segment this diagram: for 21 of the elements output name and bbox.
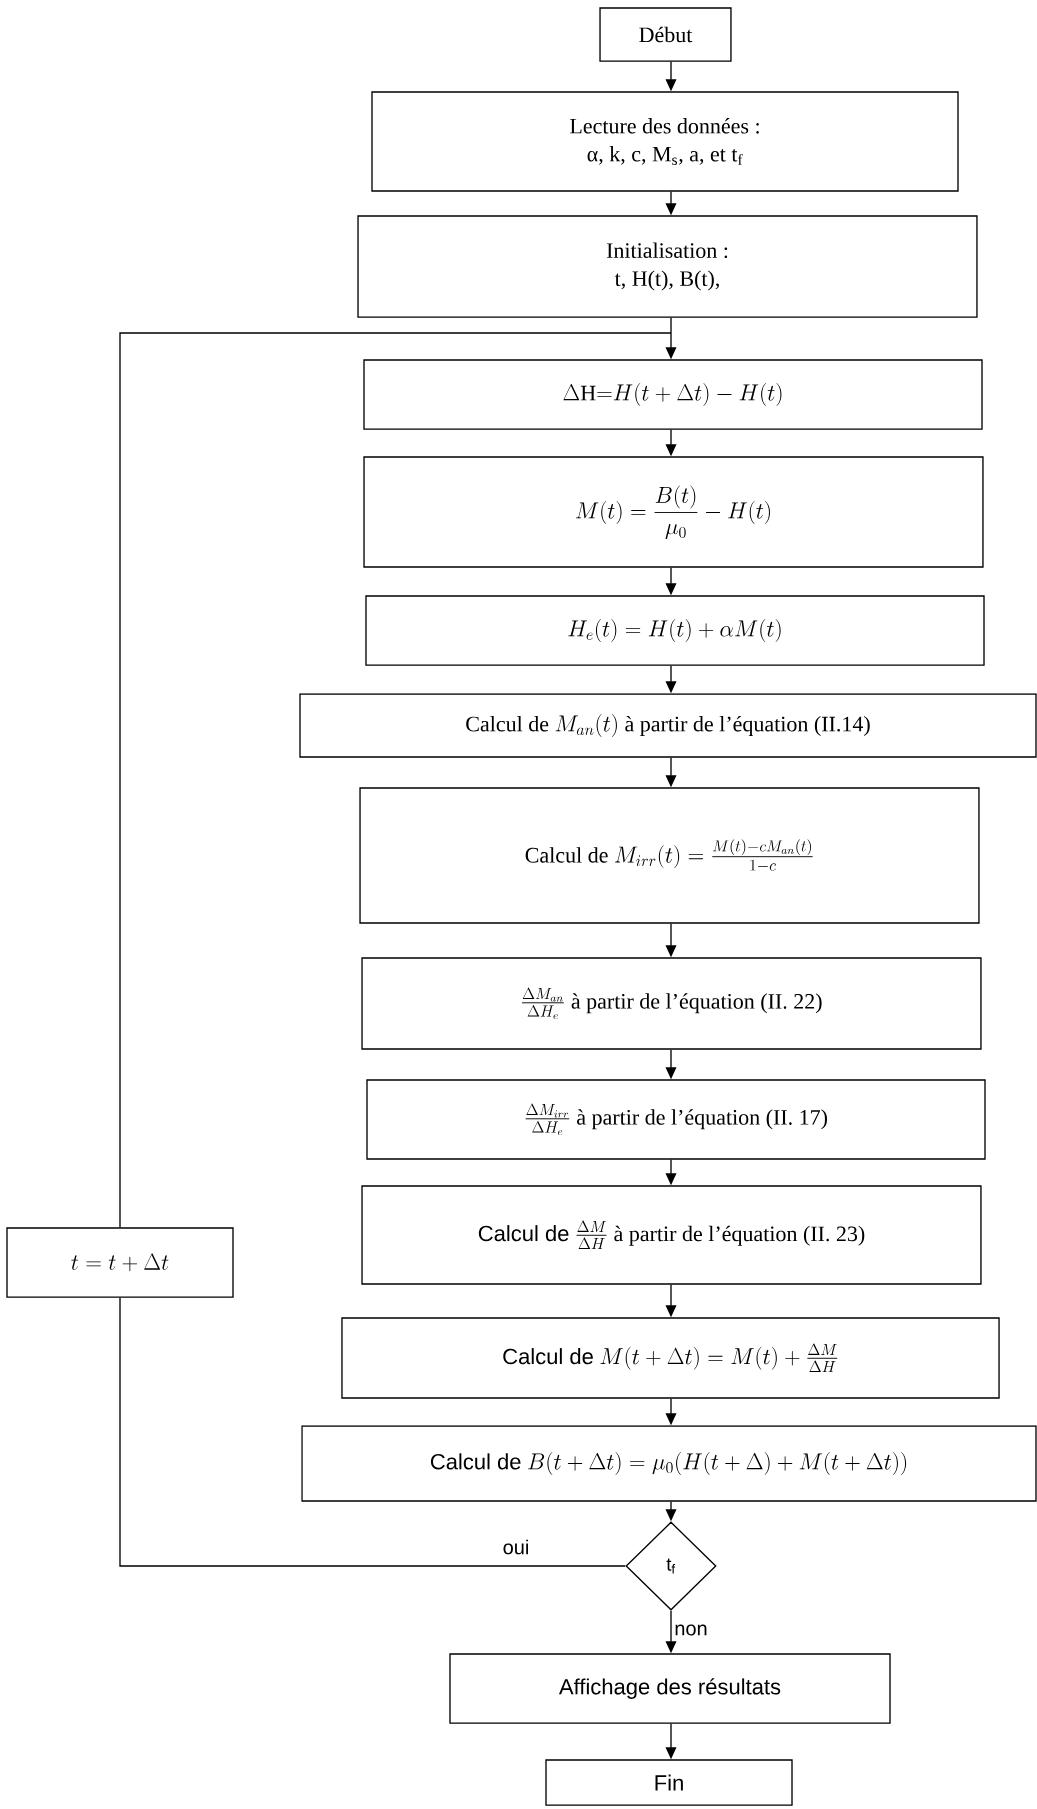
process-box: Calcul de $M_{an}(t)$ à partir de l’équation (II.14): [299, 693, 1037, 758]
process-box: $M(t)=\frac{B(t)}{\mu_0}-H(t)$: [363, 456, 984, 568]
process-box: Lecture des données : α, k, c, M$_{s}$, a, et t$_{f}$: [371, 91, 959, 192]
terminal-box: Fin: [545, 1759, 793, 1806]
process-box: Calcul de $M(t+\Delta t)=M(t)+\frac{\Delta M}{\Delta H}$: [341, 1317, 1000, 1399]
process-box: Calcul de $B(t+\Delta t)=\mu_0(H(t+\Delta)+M(t+\Delta t))$: [301, 1425, 1037, 1502]
process-box: $H_e(t)=H(t)+\alpha M(t)$: [365, 595, 985, 666]
process-box: Initialisation : t, H(t), B(t),: [357, 215, 978, 318]
connector-line: [119, 1297, 626, 1567]
process-box: $\frac{\Delta M_{an}}{\Delta H_e}$ à partir de l’équation (II. 22): [361, 957, 982, 1050]
process-box: Affichage des résultats: [449, 1653, 891, 1724]
process-box: $t=t+\Delta t$: [6, 1227, 234, 1298]
process-box: $\frac{\Delta M_{irr}}{\Delta H_e}$ à partir de l’équation (II. 17): [366, 1079, 986, 1160]
connector-line: [670, 317, 672, 334]
process-box: Calcul de $\frac{\Delta M}{\Delta H}$ à partir de l’équation (II. 23): [361, 1185, 982, 1285]
process-box: $\Delta\mathrm{H}{=}H(t+\Delta t)-H(t)$: [363, 359, 983, 430]
edge-label: non: [675, 1624, 707, 1636]
edge-label: oui: [503, 1539, 528, 1555]
connector-line: [119, 332, 672, 1228]
process-box: Début: [599, 7, 732, 62]
process-box: Calcul de $M_{irr}(t)=\frac{M(t)-cM_{an}(t)}{1-c}$: [359, 787, 980, 924]
